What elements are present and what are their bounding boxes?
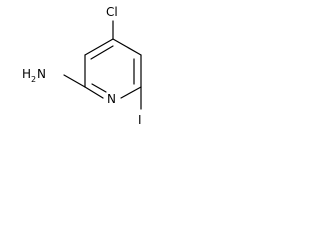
double-bond-c3-c4-inner xyxy=(90,45,114,60)
bond-c2-nh2 xyxy=(63,74,86,88)
amine-subscript-label: 2 xyxy=(31,75,36,84)
iodine-label: I xyxy=(138,113,142,127)
ring-nitrogen-label: N xyxy=(107,92,116,106)
atom-labels: Cl H 2 N N I xyxy=(22,5,142,127)
molecule-diagram: Cl H 2 N N I xyxy=(22,5,142,127)
double-bond-n1-c2-inner xyxy=(91,83,107,93)
bond-n1-c2 xyxy=(84,86,104,99)
bond-c3-c4 xyxy=(84,38,114,56)
amine-h-label: H xyxy=(22,67,31,81)
bond-c4-c5 xyxy=(112,38,142,56)
bond-c6-n1 xyxy=(120,86,142,99)
chlorine-label: Cl xyxy=(106,5,118,19)
amine-n-label: N xyxy=(37,67,46,81)
bond-layer xyxy=(63,20,142,110)
